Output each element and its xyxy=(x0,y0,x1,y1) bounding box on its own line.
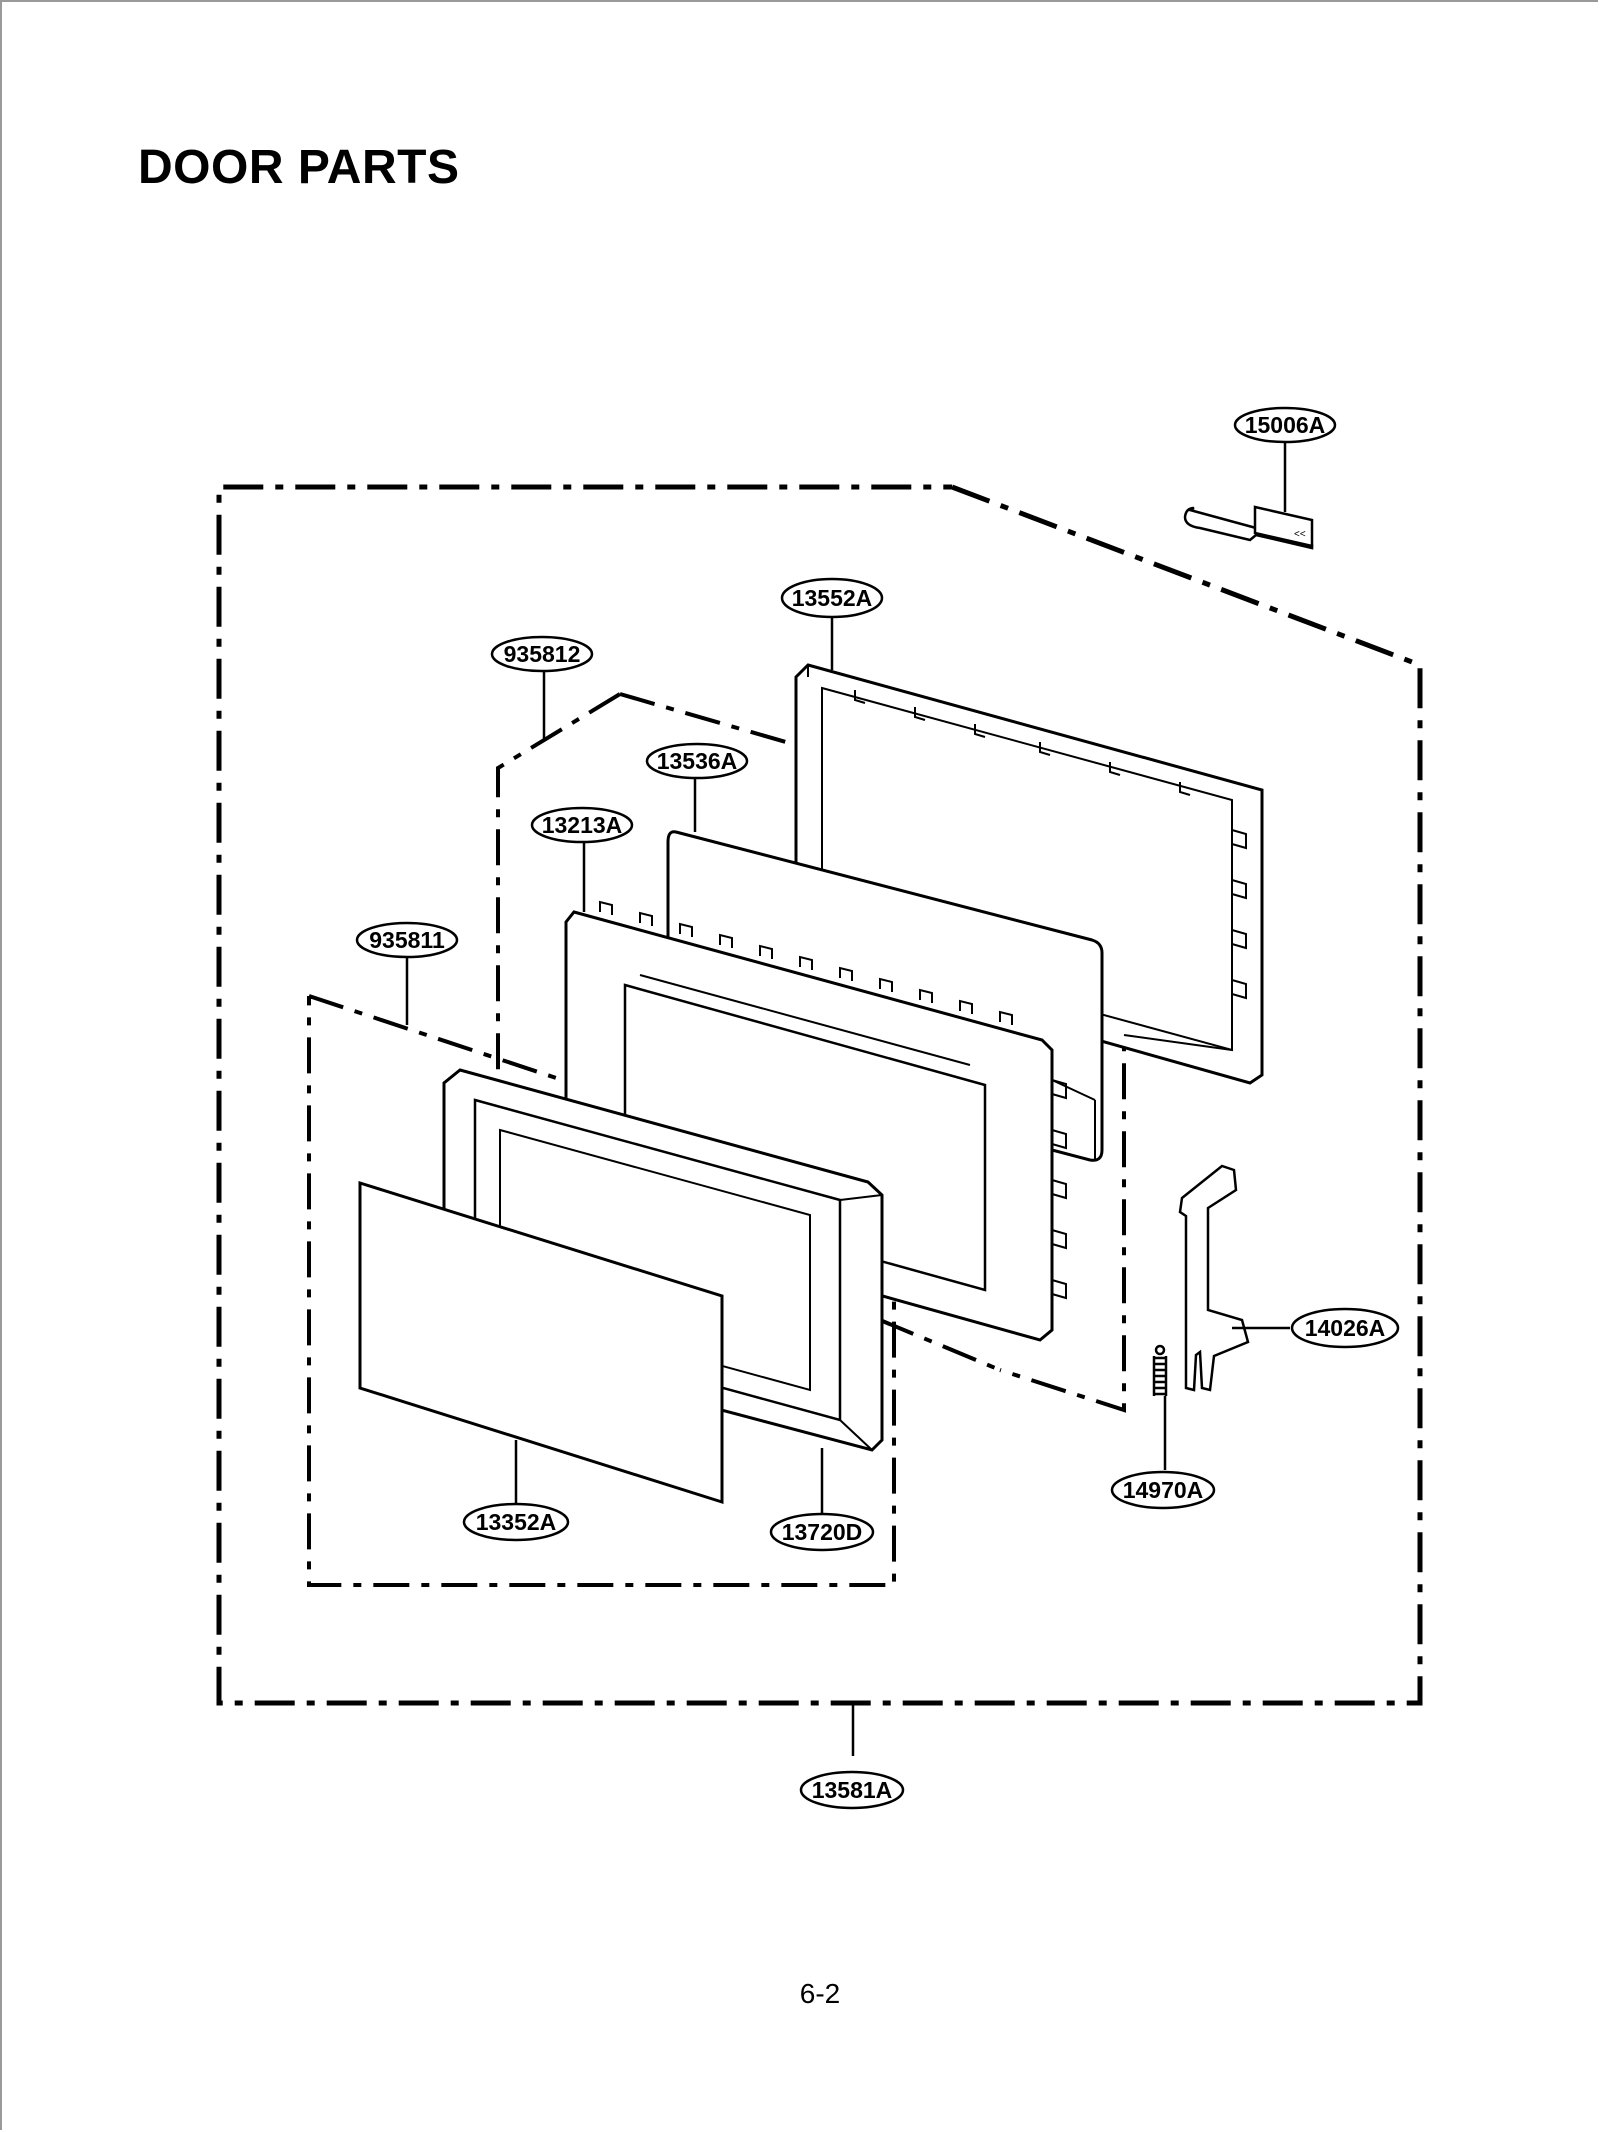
callout-14970A: 14970A xyxy=(1110,1470,1216,1510)
latch-lever-part xyxy=(1178,1164,1250,1392)
callout-label: 13352A xyxy=(476,1509,557,1535)
callout-label: 13536A xyxy=(657,748,738,774)
callout-13720D: 13720D xyxy=(769,1512,875,1552)
callout-13352A: 13352A xyxy=(462,1502,570,1542)
callout-label: 14026A xyxy=(1305,1315,1386,1341)
page-number: 6-2 xyxy=(799,1978,841,2009)
callout-15006A: 15006A xyxy=(1233,406,1337,444)
spring-part xyxy=(1152,1344,1168,1396)
callout-13581A: 13581A xyxy=(799,1770,905,1810)
callout-label: 935811 xyxy=(369,927,445,953)
callout-935812: 935812 xyxy=(490,635,594,673)
callout-13552A: 13552A xyxy=(780,577,884,619)
callout-label: 13213A xyxy=(542,812,623,838)
callout-13536A: 13536A xyxy=(645,742,749,780)
page-title: DOOR PARTS xyxy=(138,141,460,194)
callout-label: 15006A xyxy=(1245,412,1326,438)
latch-hook-part: << xyxy=(1183,505,1314,550)
callout-13213A: 13213A xyxy=(530,806,634,844)
callout-935811: 935811 xyxy=(355,921,459,959)
outer-glass-part xyxy=(358,1180,724,1505)
callout-label: 13720D xyxy=(782,1519,863,1545)
callout-label: 13552A xyxy=(792,585,873,611)
outer-assembly-boundary xyxy=(216,484,1423,1706)
callout-label: 14970A xyxy=(1123,1477,1204,1503)
callout-label: 935812 xyxy=(504,641,581,667)
svg-text:<<: << xyxy=(1294,529,1306,540)
leader-lines xyxy=(405,440,1290,1756)
middle-assembly-boundary xyxy=(496,692,1126,1413)
callout-label: 13581A xyxy=(812,1777,893,1803)
callout-14026A: 14026A xyxy=(1290,1307,1400,1349)
